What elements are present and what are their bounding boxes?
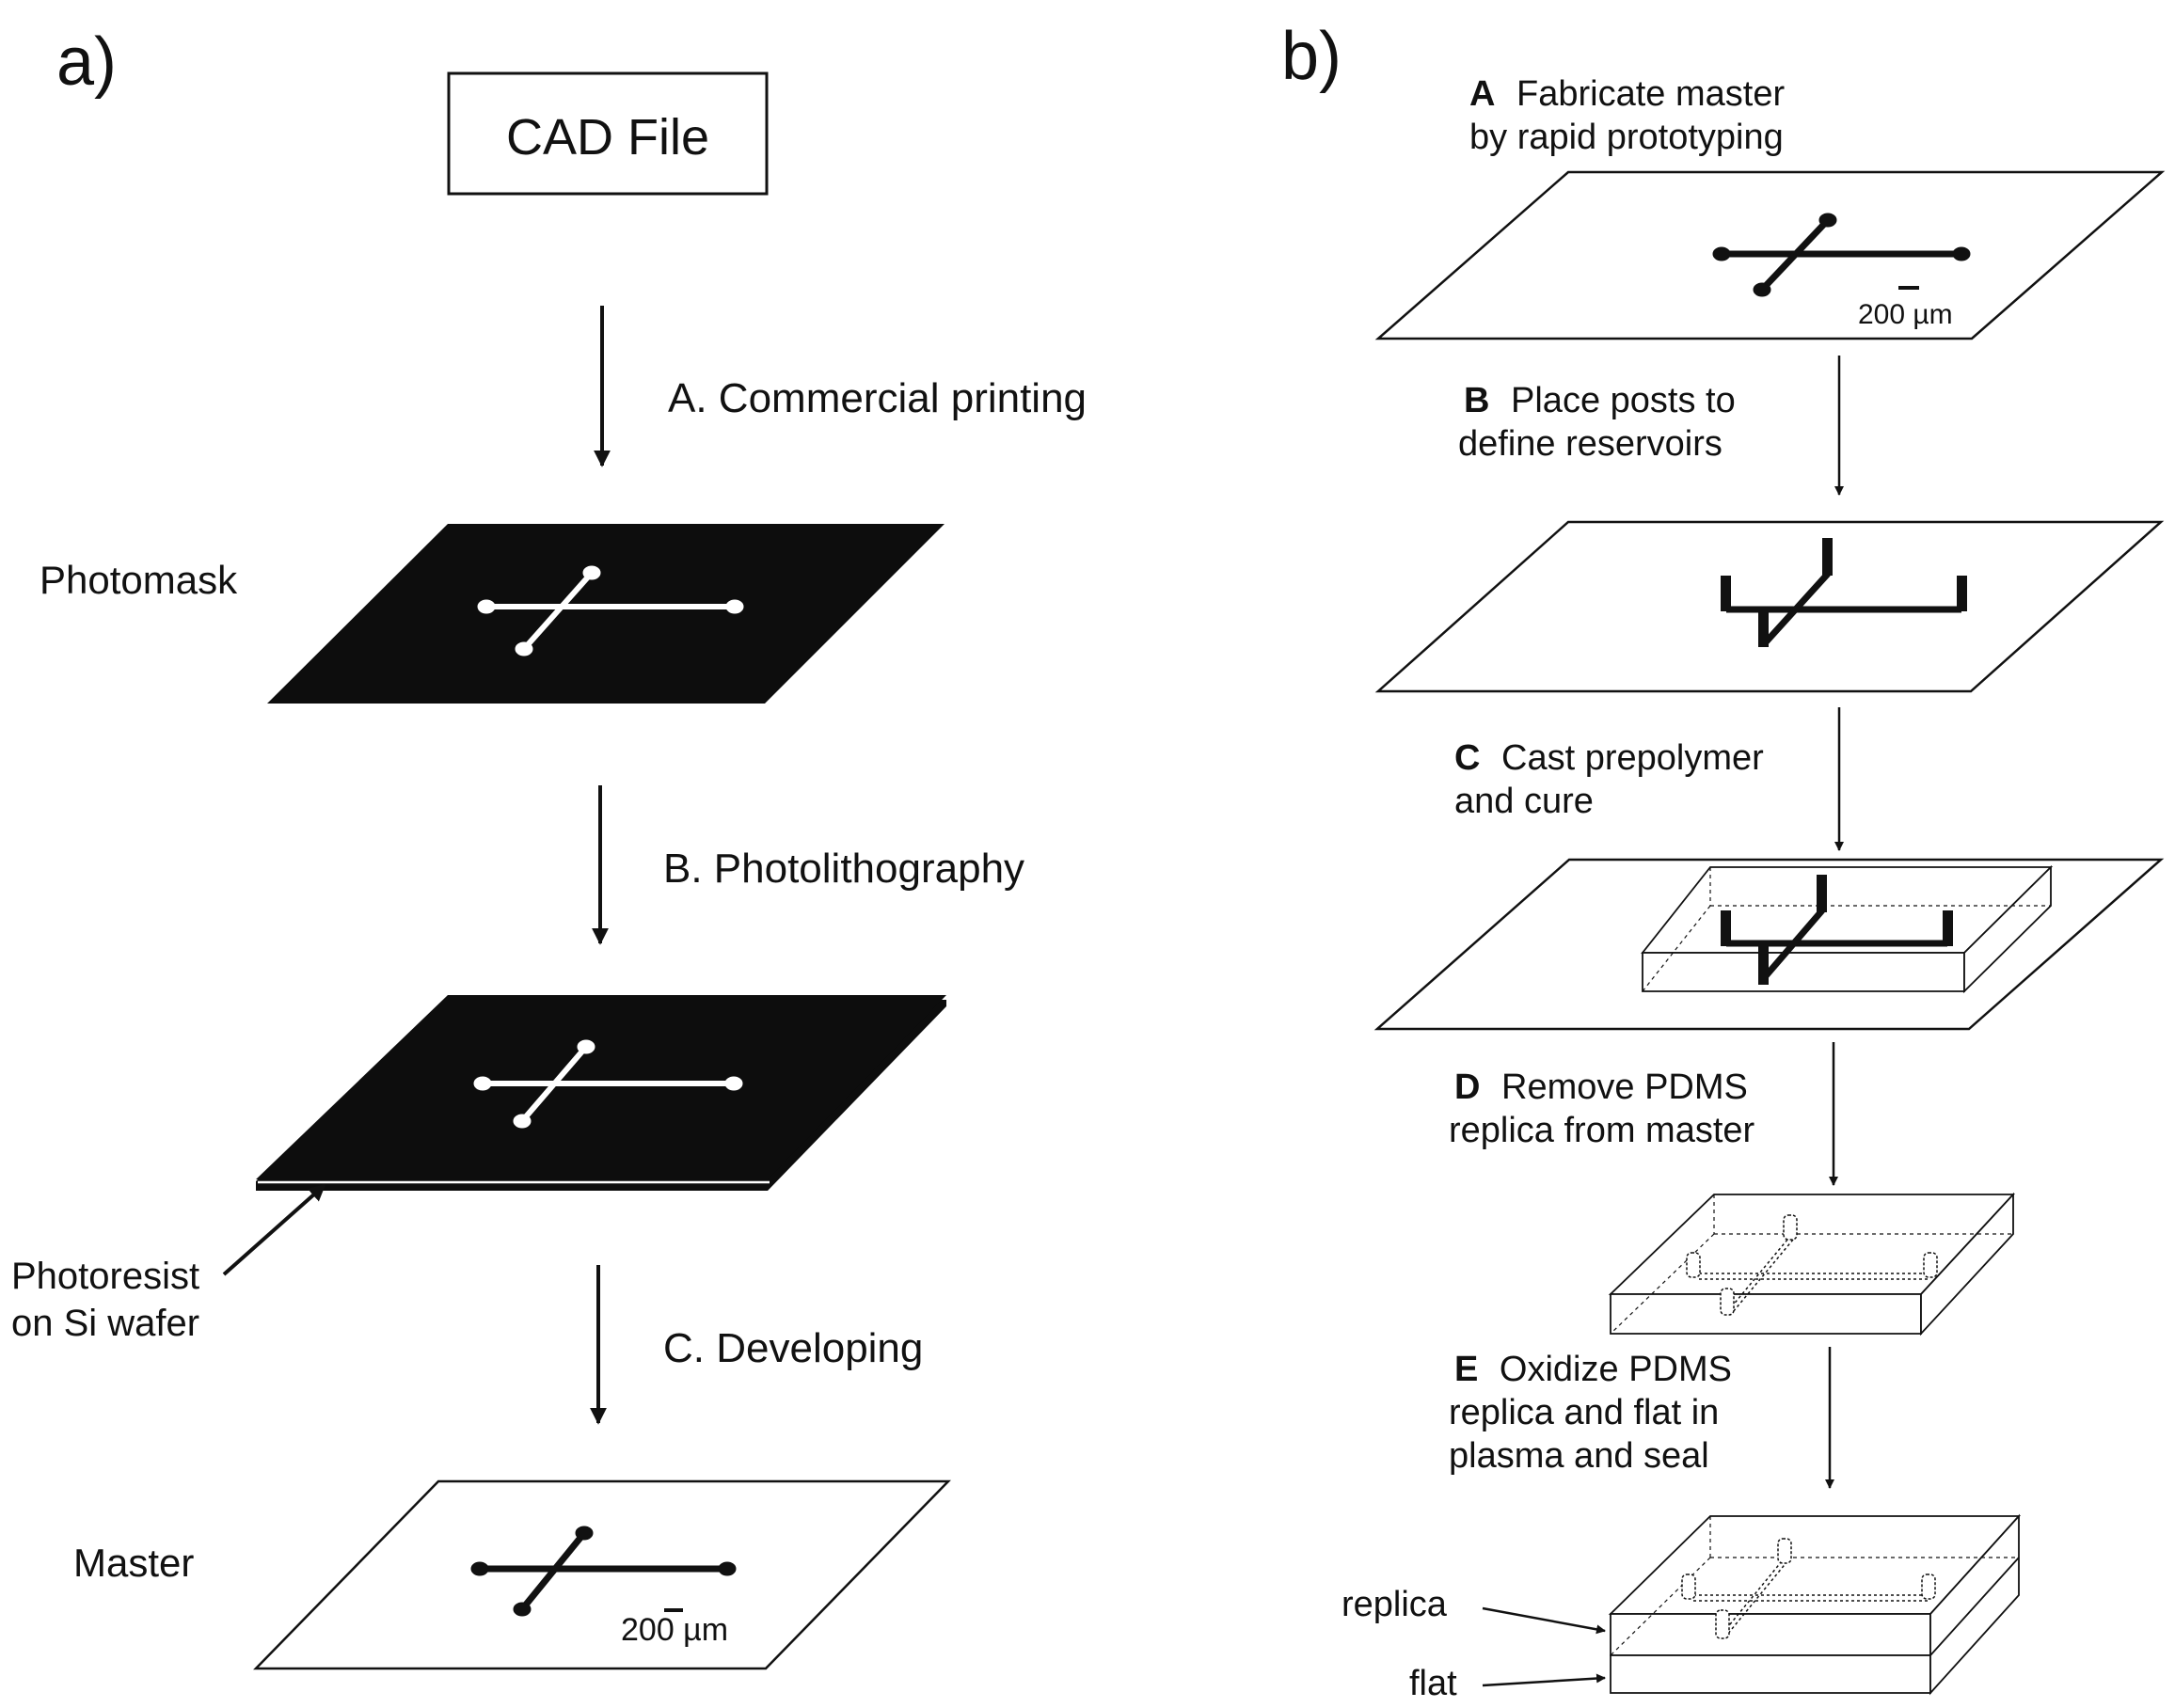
step-b-c-letter: C [1454,738,1480,778]
mask-channel-pattern [473,1039,743,1129]
step-b-photolithography: B. Photolithography [663,846,1024,892]
photomask-plate [267,524,945,704]
step-b-d-line1: Remove PDMS [1501,1068,1748,1107]
step-b-a-letter: A [1469,74,1495,114]
panel-b-label: b) [1281,19,1342,94]
flat-label: flat [1409,1664,1457,1703]
step-b-b-line1: Place posts to [1511,381,1736,420]
panel-b: b) A Fabricate master by rapid prototypi… [1281,19,2166,1703]
step-b-d-line2: replica from master [1449,1111,1755,1150]
sealed-device [1608,1513,2022,1696]
pdms-replica [1608,1192,2016,1336]
step-b-b-line2: define reservoirs [1458,424,1723,464]
step-b-c-line1: Cast prepolymer [1501,738,1764,778]
sealed-channel-imprint [1693,1560,1930,1636]
cast-posts [1721,875,1953,985]
sealed-reservoir-holes [1681,1538,1936,1639]
scale-bar-a-label: 200 µm [621,1612,728,1648]
step-b-a-line1: Fabricate master [1516,74,1785,114]
photomask-channel-pattern [477,565,744,656]
cad-file-label: CAD File [506,109,709,166]
step-b-a-line2: by rapid prototyping [1469,118,1784,157]
step-b-b-text: B Place posts to define reservoirs [1458,381,1745,464]
replica-channel-imprint [1699,1239,1930,1313]
step-b-e-line1: Oxidize PDMS [1500,1350,1732,1389]
step-b-d-letter: D [1454,1068,1480,1107]
step-b-d-text: D Remove PDMS replica from master [1449,1068,1757,1150]
replica-pointer-arrow [1482,1606,1606,1635]
mask-plate-on-wafer [256,995,946,1179]
step-b-e-line2: replica and flat in [1449,1393,1719,1432]
flat-pointer-arrow [1482,1673,1606,1687]
step-c-developing: C. Developing [663,1325,923,1371]
photoresist-pointer-arrow [222,1183,326,1276]
photomask-label: Photomask [40,558,238,602]
step-b-c-text: C Cast prepolymer and cure [1454,738,1773,821]
replica-label: replica [1342,1585,1448,1624]
master-plate [253,1479,951,1670]
panel-a-label: a) [56,24,117,100]
master-label: Master [73,1541,194,1585]
step-b-c-line2: and cure [1454,782,1594,821]
scale-bar-b-label: 200 µm [1858,299,1953,330]
replica-reservoir-holes [1686,1214,1938,1316]
cad-file-box [447,71,769,196]
photoresist-label-line1: Photoresist [11,1256,199,1297]
master-channel-pattern [470,1526,737,1617]
panel-a: a) CAD File A. Commercial printing Photo… [11,24,1087,1670]
step-b-b-letter: B [1464,381,1489,420]
step-b-a-text: A Fabricate master by rapid prototyping [1469,74,1795,157]
step-a-commercial-printing: A. Commercial printing [668,375,1087,421]
photoresist-label-line2: on Si wafer [11,1303,199,1344]
reservoir-posts [1721,538,1967,647]
flat-layer [1610,1654,1931,1694]
step-b-e-letter: E [1454,1350,1478,1389]
step-b-e-text: E Oxidize PDMS replica and flat in plasm… [1449,1350,1742,1476]
step-b-e-line3: plasma and seal [1449,1436,1709,1476]
rp-master-channels [1712,213,1971,297]
replica-layer [1610,1613,1931,1656]
